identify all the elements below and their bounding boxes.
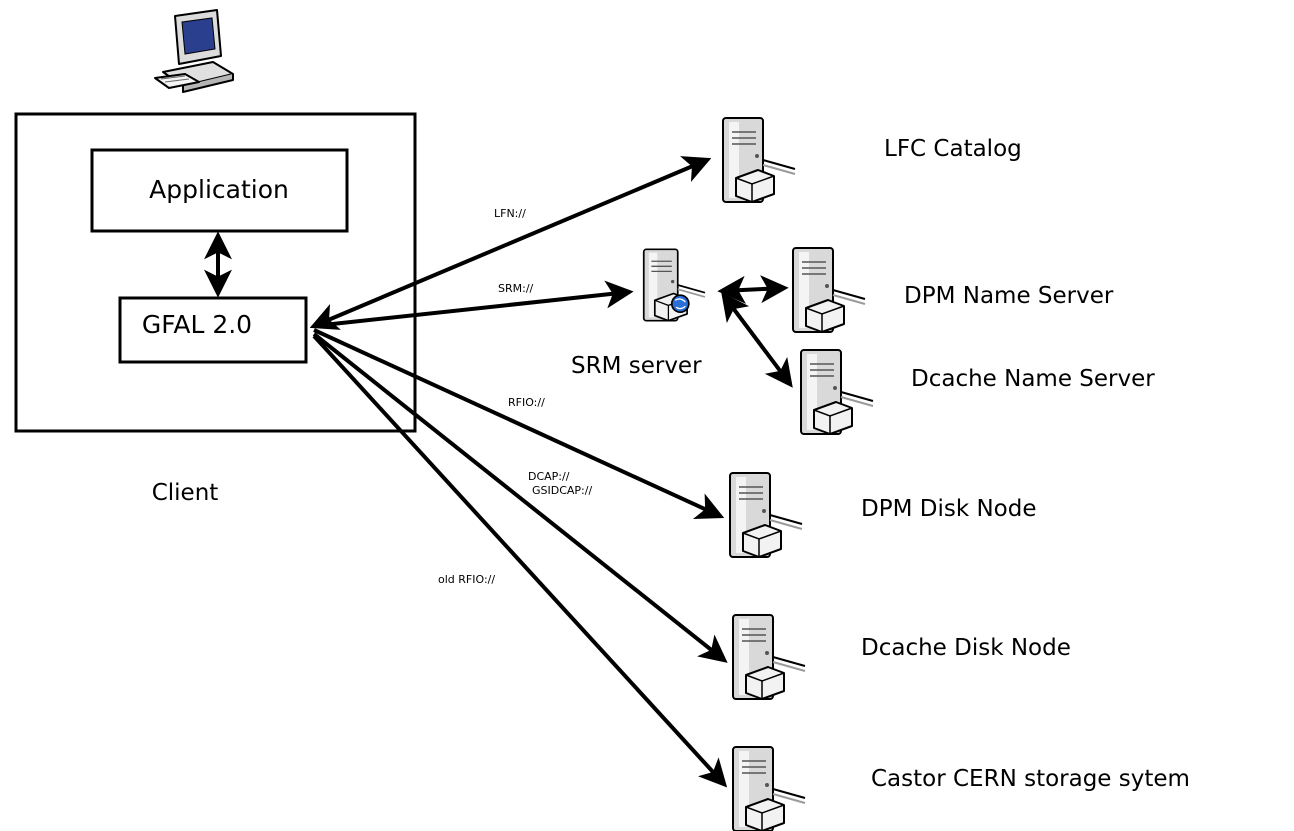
desktop-computer-icon: [154, 9, 234, 93]
old-rfio-protocol-label: old RFIO://: [438, 573, 495, 586]
dpm-disk-node-label: DPM Disk Node: [861, 496, 1036, 522]
srm-protocol-label: SRM://: [498, 282, 534, 295]
dcache-name-server-icon: [800, 349, 874, 435]
lfn-connection: [309, 156, 712, 330]
dcache-name-server-label: Dcache Name Server: [911, 366, 1155, 392]
gfal-box: [118, 296, 308, 364]
client-label: Client: [152, 480, 219, 506]
lfc-label: LFC Catalog: [884, 136, 1022, 162]
rfio-connection: [313, 328, 725, 520]
dcache-disk-server-icon: [732, 614, 806, 700]
gfal-label: GFAL 2.0: [142, 310, 252, 339]
dcache-disk-node-label: Dcache Disk Node: [861, 635, 1071, 661]
srm-dpm-name-connection: [717, 275, 789, 304]
dpm-name-server-label: DPM Name Server: [904, 283, 1114, 309]
dcap-protocol-label: DCAP://: [528, 470, 570, 483]
dcap-connection: [312, 332, 728, 663]
application-box: [90, 148, 349, 233]
srm-dcache-name-connection: [721, 292, 793, 388]
srm-connection: [313, 280, 634, 328]
application-label: Application: [149, 175, 289, 204]
lfn-protocol-label: LFN://: [494, 207, 526, 220]
rfio-protocol-label: RFIO://: [508, 396, 545, 409]
castor-server-icon: [732, 746, 806, 831]
lfc-server-icon: [722, 117, 796, 203]
srm-server-icon: [642, 248, 706, 322]
castor-label: Castor CERN storage sytem: [871, 766, 1190, 792]
dpm-disk-server-icon: [729, 472, 803, 558]
gsidcap-protocol-label: GSIDCAP://: [532, 484, 592, 497]
old-rfio-connection: [312, 334, 728, 788]
srm-server-label: SRM server: [571, 353, 702, 379]
dpm-name-server-icon: [792, 247, 866, 333]
